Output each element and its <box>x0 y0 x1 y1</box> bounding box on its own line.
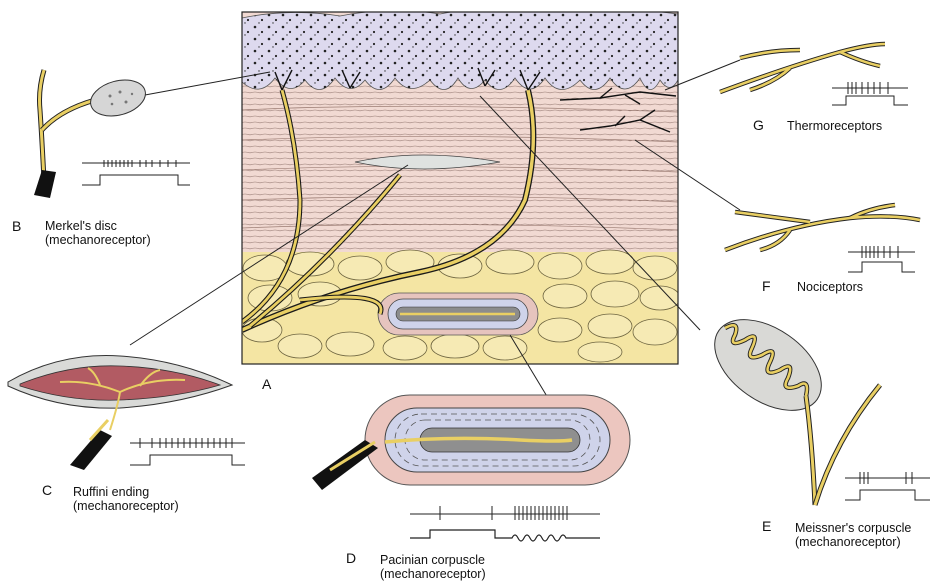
skin-cross-section <box>242 8 680 364</box>
letter-meissner: E <box>762 518 771 534</box>
meissner-corpuscle-illustration <box>698 301 930 505</box>
label-ruffini-name: Ruffini ending <box>73 485 179 499</box>
letter-nociceptors: F <box>762 278 771 294</box>
label-meissner: Meissner's corpuscle (mechanoreceptor) <box>795 521 911 549</box>
label-thermoreceptors: Thermoreceptors <box>787 119 882 133</box>
letter-merkel: B <box>12 218 21 234</box>
label-ruffini-type: (mechanoreceptor) <box>73 499 179 513</box>
thermoreceptor-illustration <box>720 44 908 105</box>
ruffini-ending-illustration <box>8 356 245 470</box>
merkel-disc-illustration <box>34 70 190 198</box>
label-merkel: Merkel's disc (mechanoreceptor) <box>45 219 151 247</box>
nociceptor-illustration <box>725 205 920 272</box>
label-ruffini: Ruffini ending (mechanoreceptor) <box>73 485 179 513</box>
panel-letter-a: A <box>262 376 271 392</box>
label-pacinian-name: Pacinian corpuscle <box>380 553 486 567</box>
label-pacinian-type: (mechanoreceptor) <box>380 567 486 581</box>
pacinian-corpuscle-illustration <box>312 395 630 541</box>
letter-ruffini: C <box>42 482 52 498</box>
letter-thermoreceptors: G <box>753 117 764 133</box>
label-meissner-name: Meissner's corpuscle <box>795 521 911 535</box>
label-merkel-type: (mechanoreceptor) <box>45 233 151 247</box>
letter-pacinian: D <box>346 550 356 566</box>
label-nociceptors: Nociceptors <box>797 280 863 294</box>
label-merkel-name: Merkel's disc <box>45 219 151 233</box>
pacinian-in-section <box>378 293 538 335</box>
label-pacinian: Pacinian corpuscle (mechanoreceptor) <box>380 553 486 581</box>
label-meissner-type: (mechanoreceptor) <box>795 535 911 549</box>
